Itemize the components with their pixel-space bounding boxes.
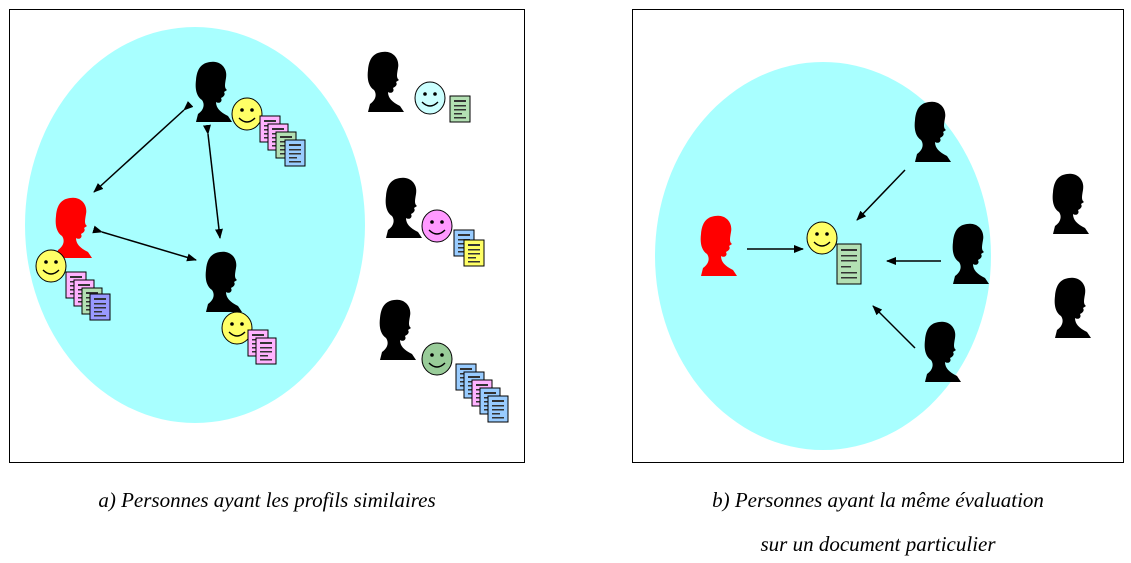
caption-panel-b-line1: b) Personnes ayant la même évaluation [712, 488, 1044, 512]
smiley-icon [421, 209, 453, 243]
document-icon [255, 337, 277, 365]
panel-b-diagram [655, 62, 1091, 450]
evaluation-arrows [747, 169, 941, 349]
relation-arrows [92, 100, 223, 262]
caption-panel-b-line2: sur un document particulier [760, 532, 996, 556]
user-silhouette-outside [1052, 173, 1089, 234]
panel-b [632, 9, 1124, 463]
document-icon [487, 395, 509, 423]
document-icon [836, 243, 862, 285]
smiley-icon [414, 81, 446, 115]
panel-a-diagram [25, 27, 509, 423]
user-silhouette-outside [367, 51, 404, 112]
smiley-icon [806, 221, 838, 255]
document-icon [449, 95, 471, 123]
document-icon [463, 239, 485, 267]
user-silhouette-outside [385, 177, 422, 238]
document-icon [284, 139, 306, 167]
community-circle [655, 62, 991, 450]
smiley-icon [35, 249, 67, 283]
panel-a [9, 9, 525, 463]
user-silhouette-outside [379, 299, 416, 360]
caption-panel-a: a) Personnes ayant les profils similaire… [98, 488, 436, 512]
user-silhouette-outside [1054, 277, 1091, 338]
document-icon [89, 293, 111, 321]
smiley-icon [231, 97, 263, 131]
smiley-icon [421, 342, 453, 376]
